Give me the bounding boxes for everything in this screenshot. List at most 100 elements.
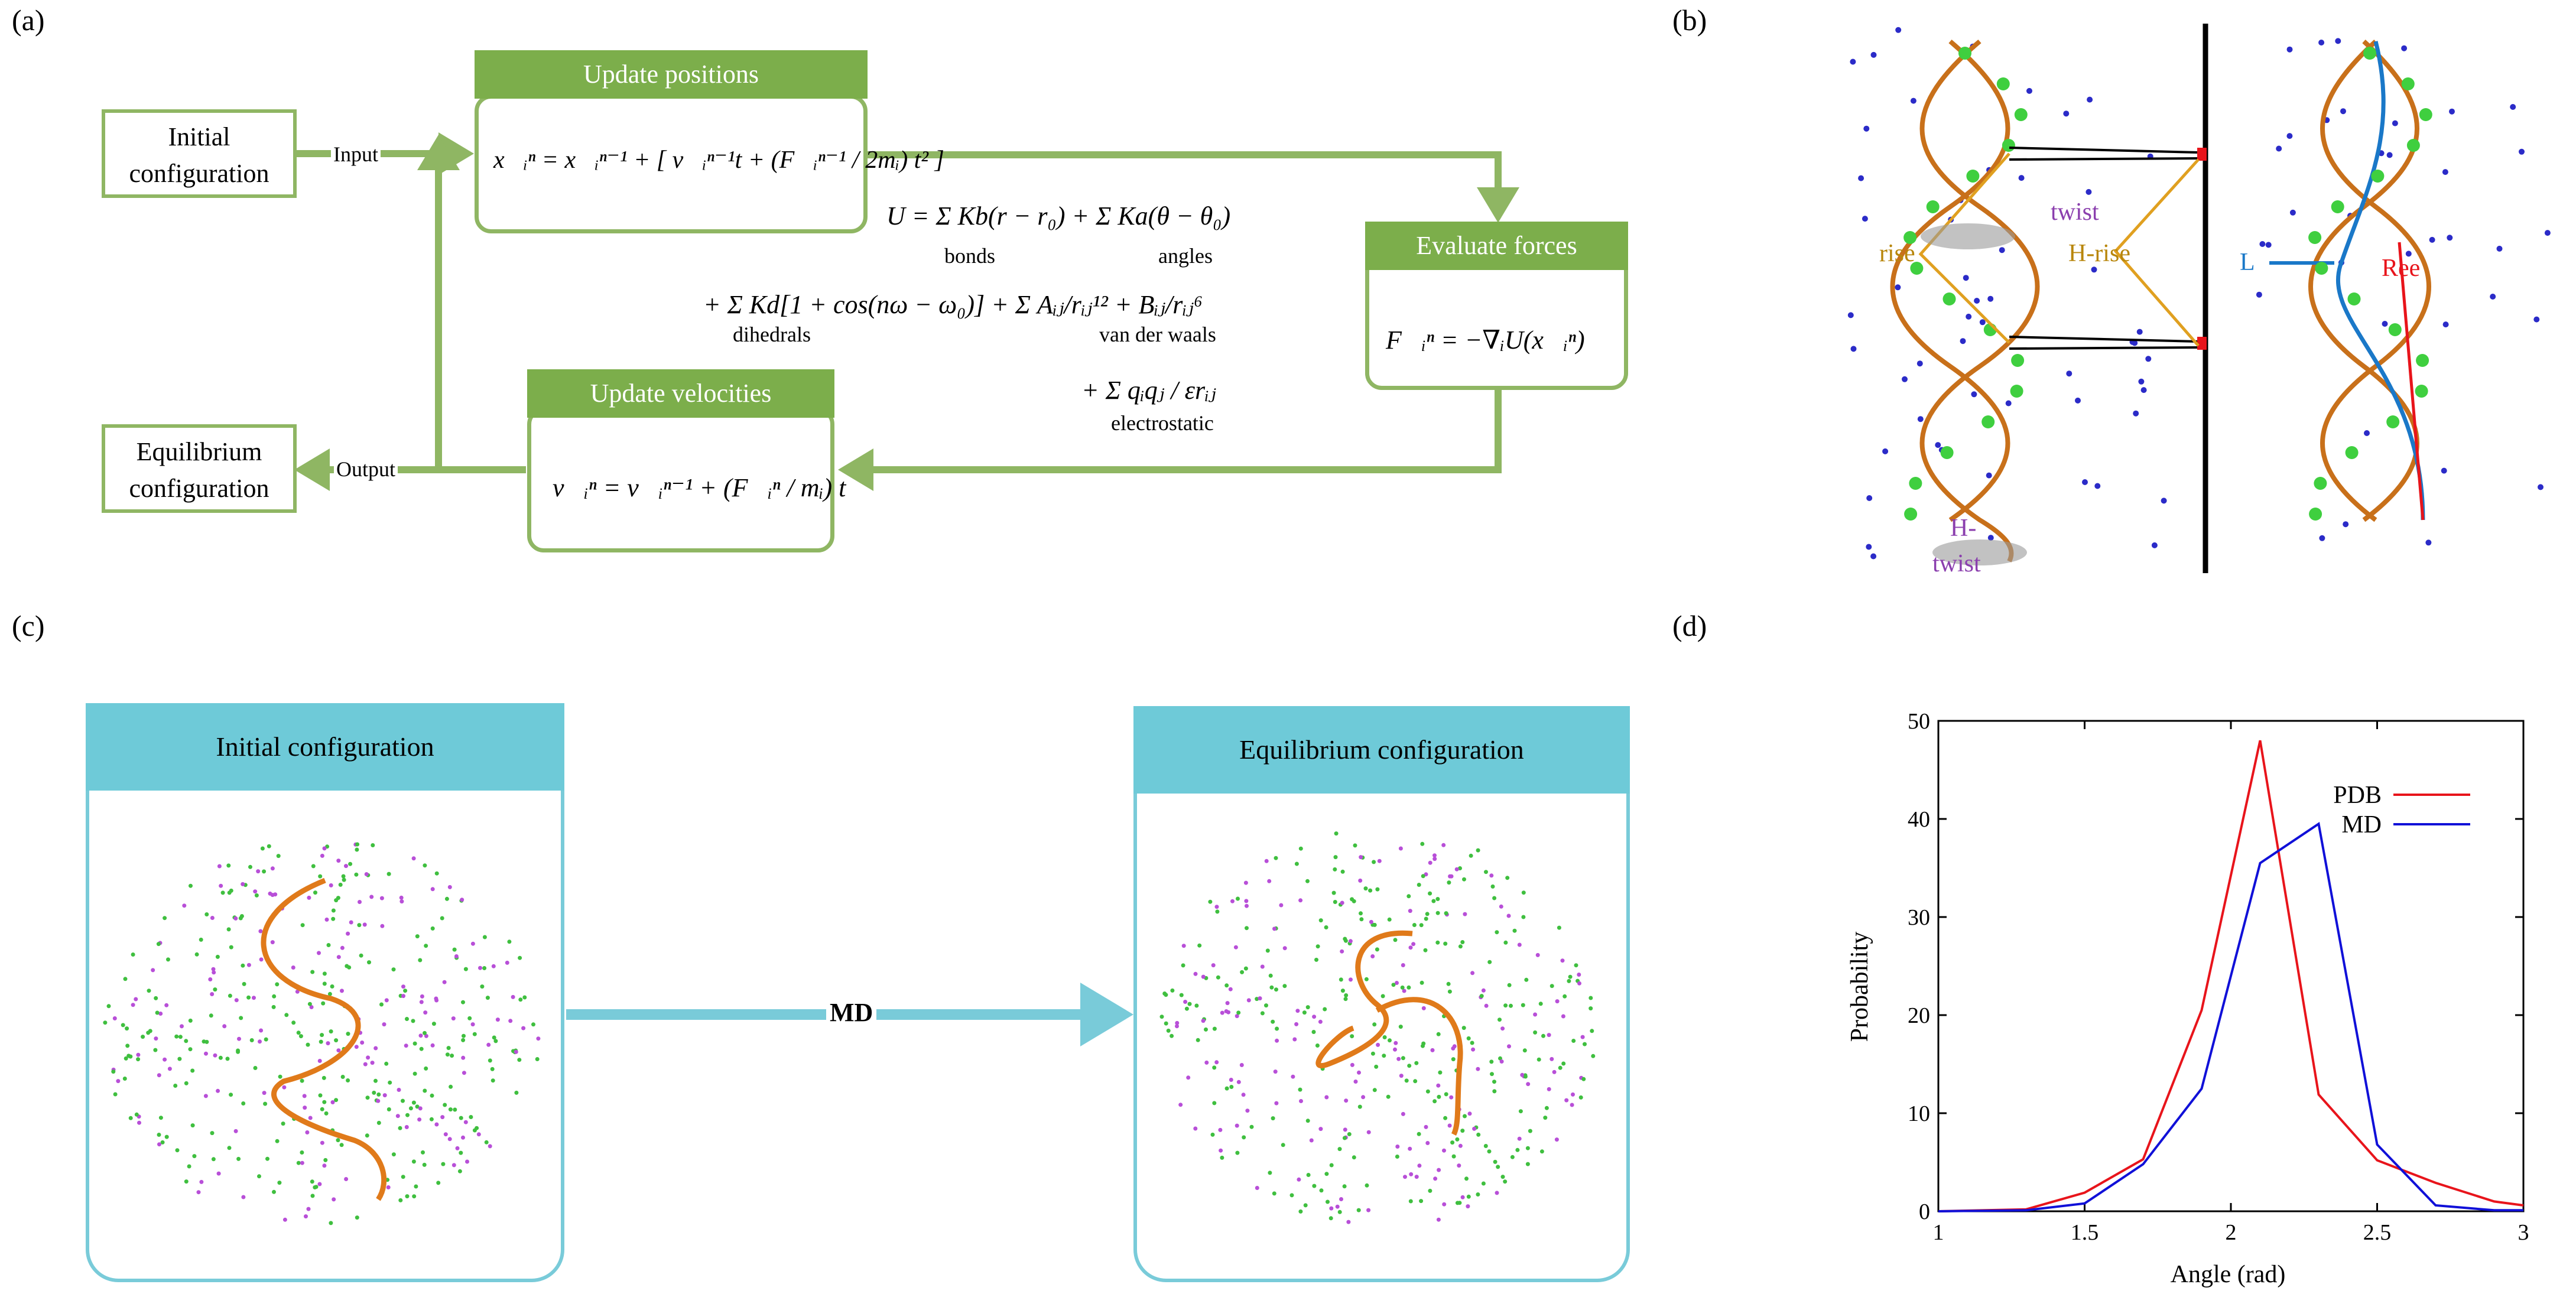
ion-dot [259,1028,264,1033]
ion-dot [1359,855,1363,860]
ion-dot [1552,1069,1557,1074]
ion-dot [1312,1015,1317,1019]
ion-dot [322,1163,327,1168]
ion-dot [463,967,468,971]
ion-dot [2005,400,2012,407]
ion-dot [272,1189,276,1194]
ion-dot [1431,899,1436,903]
ion-dot [480,984,485,989]
ion-dot [1498,1056,1502,1061]
ion-dot [1264,859,1269,863]
ion-dot [1503,1179,1508,1184]
ion-dot [241,882,245,886]
ion-dot [260,846,265,851]
rise-label: rise [1879,240,1915,267]
ion-dot [465,1159,469,1164]
ion-dot [1414,1175,1419,1179]
ion-dot [124,1056,128,1061]
ion-dot [196,1190,201,1195]
ion-dot [1393,1041,1398,1045]
ion-dot [160,1140,165,1145]
ion-dot [1245,903,1249,908]
ion-dot [2094,483,2101,489]
panel-label-d: (d) [1672,609,1707,642]
ion-dot [211,1157,216,1162]
ion-dot [1419,923,1424,928]
ion-dot [1882,448,1889,454]
ion-dot [448,1107,453,1112]
ion-dot [1375,887,1380,892]
ion-dot [421,1150,425,1155]
ion-dot [178,1035,183,1039]
ion-dot [1590,1029,1594,1033]
ion-dot [317,1182,322,1186]
ion-dot [326,1041,330,1046]
ion-dot [451,1163,456,1168]
ion-dot [1866,495,1873,501]
ion-dot [1344,993,1349,997]
ion-dot [518,955,522,960]
ion-dot [226,927,231,932]
ion-dot [336,955,341,960]
ion-dot [1471,1047,1476,1052]
ion-dot [1583,1042,1587,1046]
ion-dot [1506,913,1511,918]
ion-dot [482,935,487,939]
ion-dot [1245,1108,1250,1113]
ion-dot [1343,938,1348,943]
ion-dot [1204,1027,1208,1032]
ion-dot [478,965,482,970]
ion-dot [216,1088,220,1093]
ion-dot [213,987,217,992]
ion-dot [1507,1044,1511,1049]
ion-dot [405,1113,410,1117]
ion-dot [229,888,233,893]
ion-dot [1443,1116,1448,1120]
ion-dot [112,1016,117,1020]
ion-dot [1524,977,1529,982]
ion-dot [1470,1041,1474,1045]
ion-dot [300,923,305,928]
ion-dot [370,1061,375,1065]
ion-dot [1212,1101,1217,1106]
ion-dot [134,1112,139,1117]
ion-dot [1359,911,1363,916]
ion-dot [340,945,345,950]
ion-dot [1457,1201,1462,1205]
ion-dot [1401,1111,1405,1116]
ion-dot [1233,945,1238,950]
nucleotide-bead [1981,415,1995,428]
force-equation: F⃗ᵢⁿ = −∇ᵢU(x⃗ᵢⁿ) [1386,326,1585,355]
ion-dot [379,896,384,900]
ion-dot [1398,846,1403,851]
ion-dot [2075,397,2081,404]
ion-dot [1408,1199,1413,1204]
ion-dot [128,1116,133,1120]
ion-dot [459,1116,463,1120]
ion-dot [2265,242,2272,248]
ion-dot [1425,1089,1430,1094]
ion-dot [1274,856,1278,860]
ion-dot [327,991,332,996]
ion-dot [1895,27,1902,33]
ion-dot [304,1214,308,1219]
ion-dot [306,1042,310,1047]
ion-dot [2364,430,2370,436]
ion-dot [1510,1155,1515,1159]
ion-dot [2259,241,2266,247]
ion-dot [1275,1038,1279,1043]
nucleotide-bead [2308,231,2322,244]
ion-dot [1507,983,1512,987]
nucleotide-bead [2401,77,2415,90]
ion-dot [358,900,362,904]
ion-dot [236,1048,241,1053]
ion-dot [1211,963,1216,968]
equilibrium-configuration-header: Equilibrium configuration [1133,706,1630,794]
ion-dot [1461,1026,1466,1030]
ion-dot [340,989,344,993]
ion-dot [1487,960,1492,964]
ion-dot [1370,954,1375,958]
ion-dot [1235,1150,1240,1155]
ion-dot [1441,843,1446,847]
ion-dot [1201,1019,1206,1023]
